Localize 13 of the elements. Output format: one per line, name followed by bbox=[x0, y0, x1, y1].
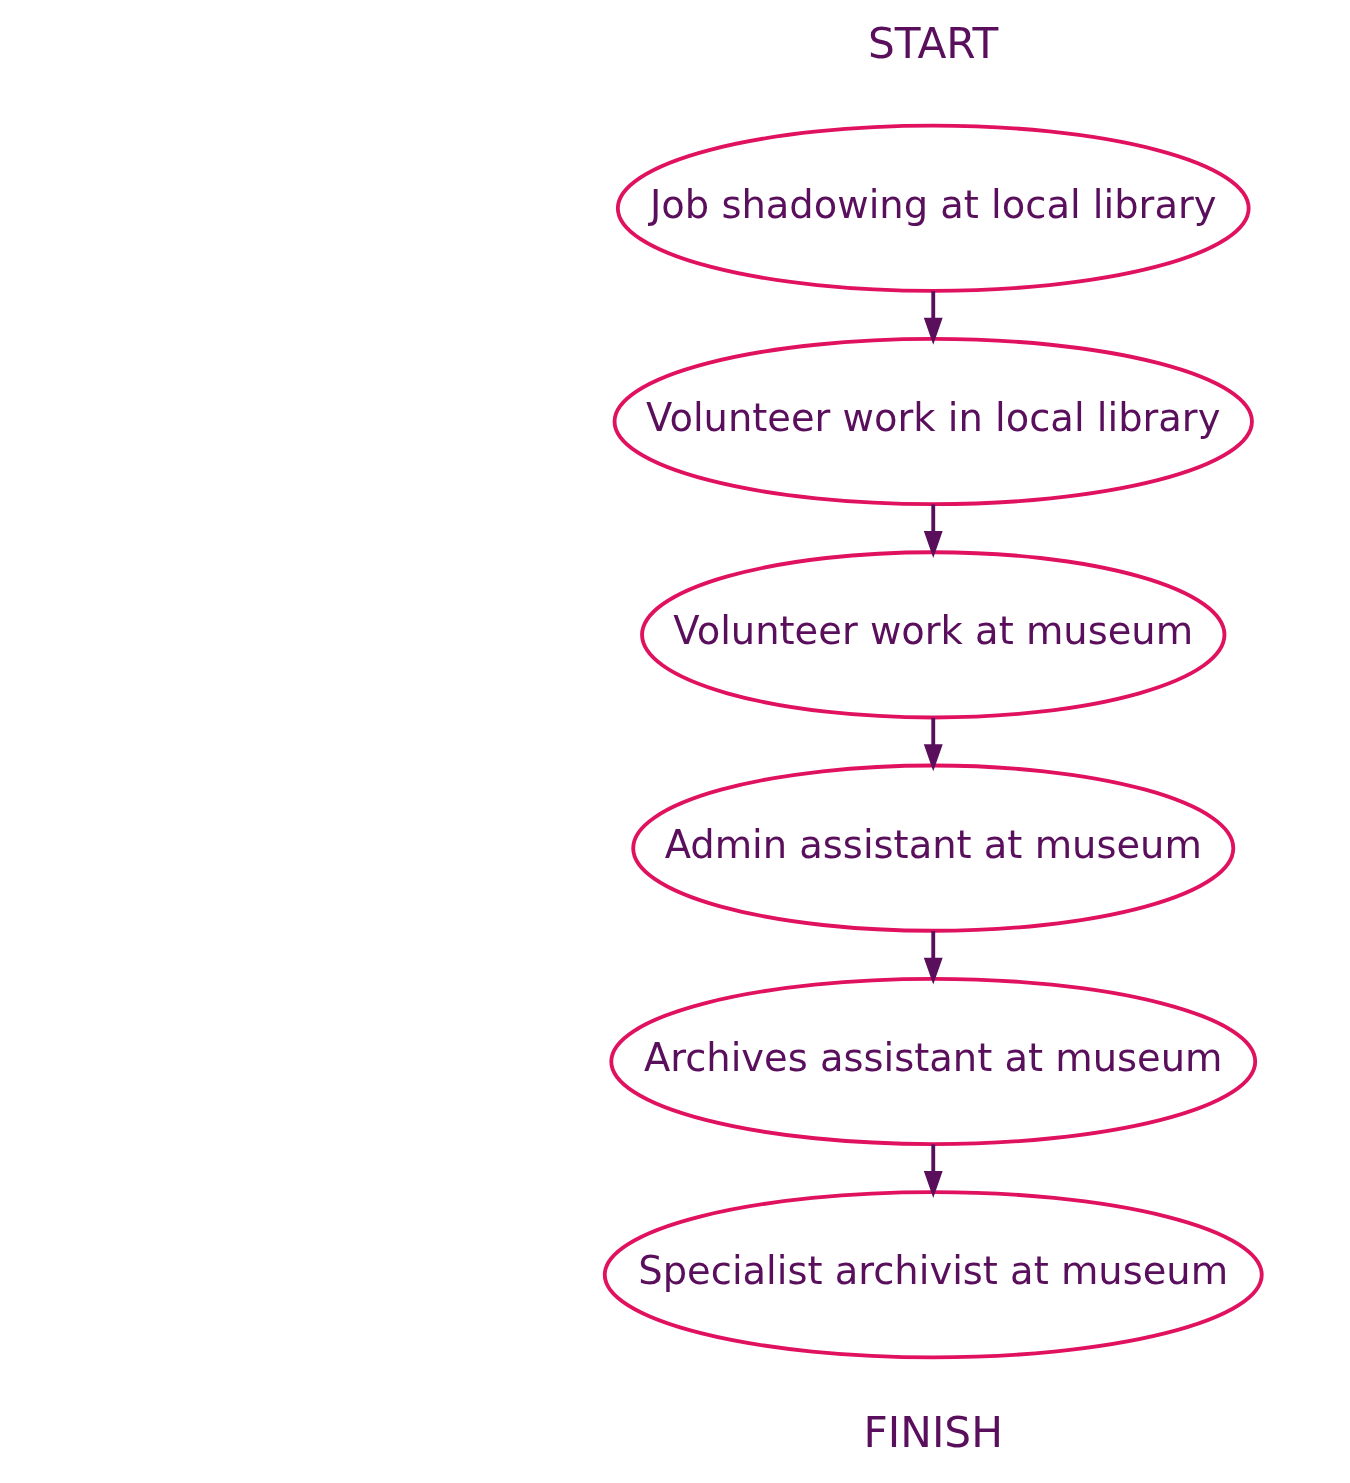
label: START bbox=[868, 18, 999, 68]
arrow bbox=[923, 1144, 943, 1198]
arrow bbox=[923, 717, 943, 772]
node-ellipse: Job shadowing at local library bbox=[615, 123, 1251, 293]
arrow bbox=[923, 931, 943, 985]
node-ellipse: Volunteer work in local library bbox=[612, 337, 1254, 507]
arrow bbox=[923, 504, 943, 558]
node-ellipse: Archives assistant at museum bbox=[609, 976, 1258, 1146]
label: FINISH bbox=[863, 1407, 1003, 1457]
node-ellipse: Specialist archivist at museum bbox=[602, 1190, 1264, 1360]
node-ellipse: Admin assistant at museum bbox=[631, 763, 1236, 933]
node-ellipse: Volunteer work at museum bbox=[640, 550, 1227, 720]
arrow bbox=[923, 291, 943, 345]
